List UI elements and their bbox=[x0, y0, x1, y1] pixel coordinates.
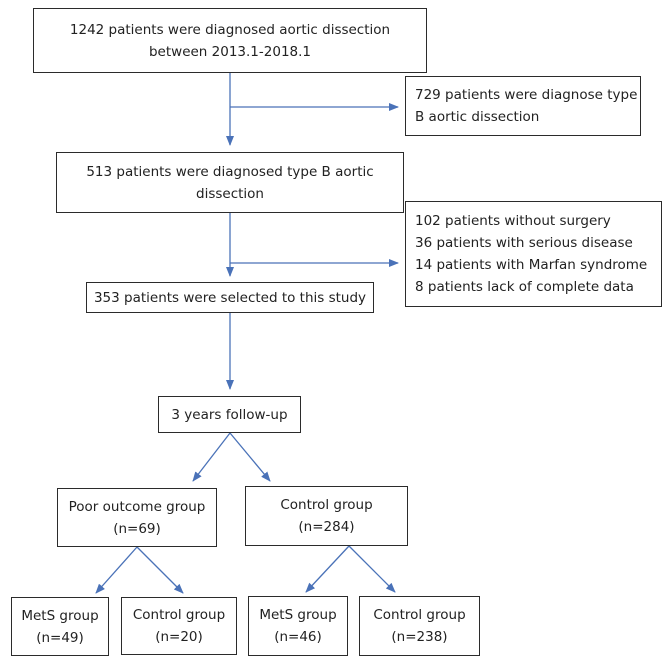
box-typea-excluded-line2: B aortic dissection bbox=[415, 109, 540, 125]
arrow-followup-to-poor bbox=[192, 432, 231, 482]
box-poor-outcome-line2: (n=69) bbox=[113, 520, 161, 537]
box-control-control-line2: (n=238) bbox=[391, 629, 448, 645]
box-selected: 353 patients were selected to this study bbox=[86, 282, 374, 313]
exclusion-item: 36 patients with serious disease bbox=[415, 235, 633, 251]
box-poor-control: Control group (n=20) bbox=[121, 597, 237, 655]
box-control-control-line1: Control group bbox=[373, 607, 466, 623]
box-typeb: 513 patients were diagnosed type B aorti… bbox=[56, 152, 404, 213]
box-typea-excluded: 729 patients were diagnose type B aortic… bbox=[405, 76, 641, 136]
box-control: Control group (n=284) bbox=[245, 486, 408, 546]
arrow-followup-to-control bbox=[229, 432, 271, 482]
box-followup-line1: 3 years follow-up bbox=[171, 406, 288, 423]
box-followup: 3 years follow-up bbox=[158, 396, 301, 433]
box-selected-line1: 353 patients were selected to this study bbox=[93, 289, 367, 306]
box-diagnosed-line1: 1242 patients were diagnosed aortic diss… bbox=[69, 21, 391, 38]
box-control-mets-line2: (n=46) bbox=[274, 629, 322, 645]
box-diagnosed-line2: between 2013.1-2018.1 bbox=[148, 43, 311, 60]
arrow-poor-to-control bbox=[136, 546, 184, 594]
exclusion-list: 102 patients without surgery 36 patients… bbox=[415, 210, 647, 298]
box-control-line2: (n=284) bbox=[298, 519, 355, 535]
box-control-mets: MetS group (n=46) bbox=[248, 596, 348, 656]
arrow-control-to-mets bbox=[305, 545, 350, 593]
box-poor-outcome: Poor outcome group (n=69) bbox=[57, 488, 217, 547]
box-poor-outcome-line1: Poor outcome group bbox=[68, 498, 206, 515]
exclusion-item: 14 patients with Marfan syndrome bbox=[415, 257, 648, 273]
box-poor-control-line1: Control group bbox=[132, 607, 226, 623]
box-poor-mets-line1: MetS group bbox=[21, 607, 99, 624]
box-control-control: Control group (n=238) bbox=[359, 596, 480, 656]
box-poor-mets-line2: (n=49) bbox=[36, 629, 84, 646]
box-poor-mets: MetS group (n=49) bbox=[11, 597, 109, 656]
box-typeb-line2: dissection bbox=[196, 185, 264, 202]
box-poor-control-line2: (n=20) bbox=[155, 629, 203, 645]
arrow-poor-to-mets bbox=[95, 546, 138, 594]
exclusion-item: 8 patients lack of complete data bbox=[415, 279, 634, 295]
box-control-mets-line1: MetS group bbox=[259, 607, 337, 623]
exclusion-item: 102 patients without surgery bbox=[415, 213, 611, 229]
box-typea-excluded-line1: 729 patients were diagnose type bbox=[415, 87, 638, 103]
box-diagnosed: 1242 patients were diagnosed aortic diss… bbox=[33, 8, 427, 73]
arrow-control-to-control bbox=[348, 545, 396, 593]
box-typeb-line1: 513 patients were diagnosed type B aorti… bbox=[86, 163, 374, 180]
box-exclusions: 102 patients without surgery 36 patients… bbox=[405, 201, 662, 307]
box-control-line1: Control group bbox=[280, 497, 373, 513]
